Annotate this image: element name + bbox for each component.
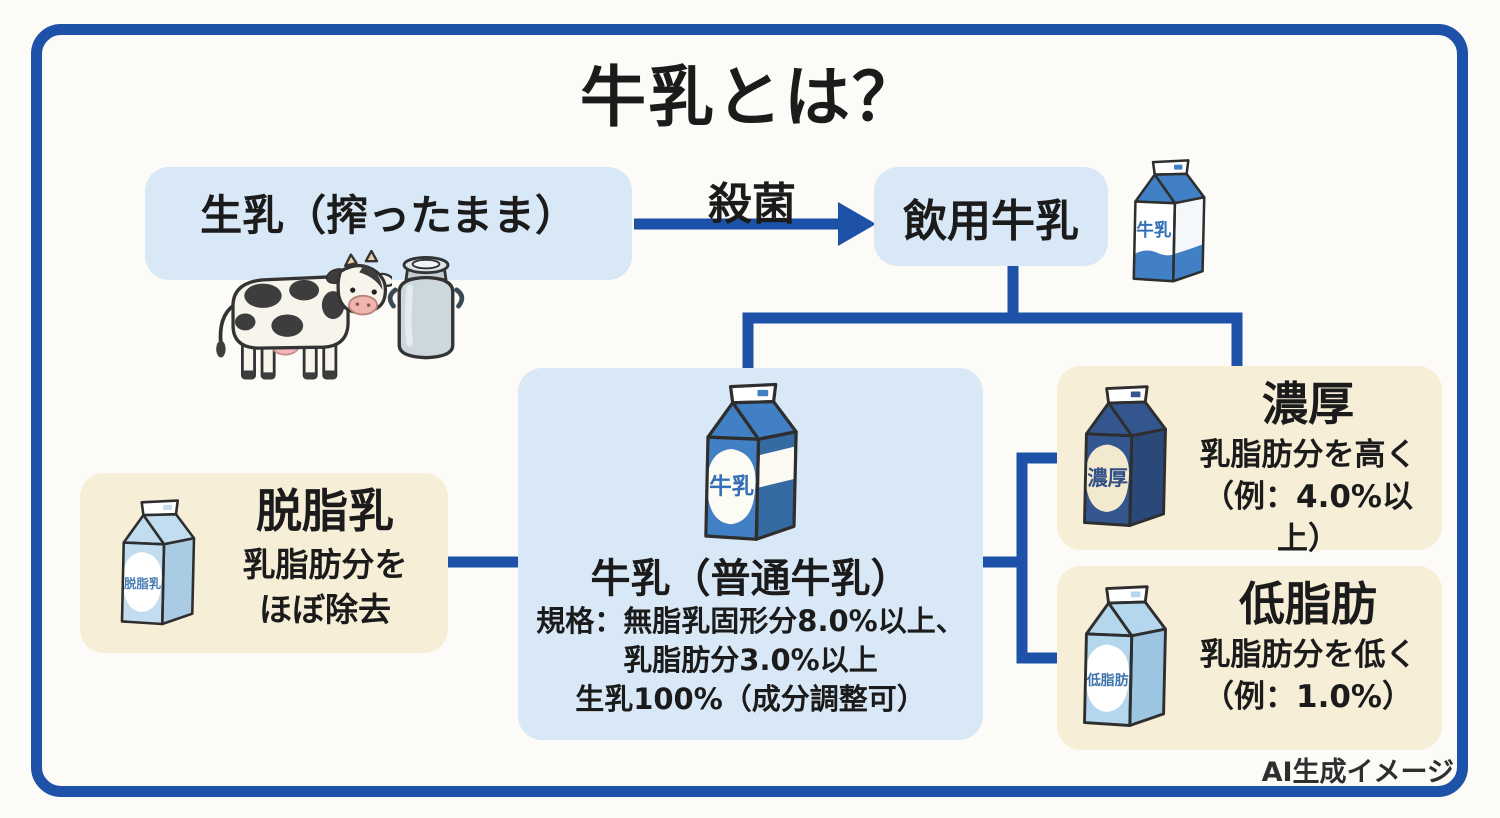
desc-line: 乳脂肪分を低く [1199,637,1417,673]
desc-line: 乳脂肪分を高く [1199,437,1417,473]
skim-carton-icon: 脱脂乳 [110,488,206,640]
regular-milk-title: 牛乳（普通牛乳） [590,556,911,602]
skim-milk-box: 脱脂乳 脱脂乳 乳脂肪分を ほぼ除去 [80,473,448,653]
milk-can-icon [387,255,465,360]
svg-text:脱脂乳: 脱脂乳 [124,576,162,591]
svg-text:牛乳: 牛乳 [1136,220,1172,241]
can-lid-inner [411,258,441,270]
page-title: 牛乳とは？ [580,59,920,136]
desc-line: （例：1.0%） [1203,679,1413,715]
cow-head [325,250,392,316]
lowfat-carton-icon: 低脂肪 [1071,579,1179,737]
skim-milk-desc: 乳脂肪分を ほぼ除去 [210,542,440,632]
lowfat-milk-box: 低脂肪 低脂肪 乳脂肪分を低く （例：1.0%） [1057,566,1442,750]
process-label: 殺菌 [708,179,796,230]
cow-spots [234,279,345,337]
desc-line: 乳脂肪分を [242,545,408,584]
skim-milk-title: 脱脂乳 [256,484,394,538]
rich-milk-box: 濃厚 濃厚 乳脂肪分を高く （例：4.0%以上） [1057,366,1442,557]
spec-line: 生乳100%（成分調整可） [575,682,926,716]
lowfat-milk-desc: 乳脂肪分を低く （例：1.0%） [1181,634,1435,718]
lowfat-milk-title: 低脂肪 [1239,577,1377,631]
skim-milk-text: 脱脂乳 乳脂肪分を ほぼ除去 [210,483,440,632]
svg-text:濃厚: 濃厚 [1087,466,1128,490]
milk-carton-icon: 牛乳 [1122,149,1216,296]
milk-carton-icon: 牛乳 [684,378,818,550]
ai-credit-label: AI生成イメージ [1261,757,1454,788]
rich-carton-icon: 濃厚 [1071,379,1179,537]
svg-text:牛乳: 牛乳 [709,473,755,500]
svg-text:低脂肪: 低脂肪 [1086,672,1129,689]
spec-line: 規格：無脂乳固形分8.0%以上、 [536,604,965,638]
rich-milk-title: 濃厚 [1262,377,1354,431]
regular-milk-box: 牛乳 牛乳（普通牛乳） 規格：無脂乳固形分8.0%以上、 乳脂肪分3.0%以上 … [518,368,983,740]
rich-milk-desc: 乳脂肪分を高く （例：4.0%以上） [1181,434,1435,560]
can-handle-right [454,287,465,309]
regular-milk-specs: 規格：無脂乳固形分8.0%以上、 乳脂肪分3.0%以上 生乳100%（成分調整可… [518,602,983,719]
desc-line: ほぼ除去 [259,590,391,629]
drinking-milk-box: 飲用牛乳 [874,167,1108,266]
raw-milk-label: 生乳（搾ったまま） [200,191,577,240]
can-highlight [404,284,414,347]
rich-milk-text: 濃厚 乳脂肪分を高く （例：4.0%以上） [1181,376,1435,560]
cow-tail-tip [216,340,226,358]
cow-legs [240,341,338,380]
cow-illustration [216,250,392,380]
desc-line: （例：4.0%以上） [1203,479,1413,557]
can-handle-left [387,287,398,309]
drinking-milk-label: 飲用牛乳 [903,195,1079,247]
lowfat-milk-text: 低脂肪 乳脂肪分を低く （例：1.0%） [1181,576,1435,718]
raw-milk-box: 生乳（搾ったまま） [145,167,632,280]
spec-line: 乳脂肪分3.0%以上 [623,643,878,677]
outer-border-frame [31,24,1468,797]
